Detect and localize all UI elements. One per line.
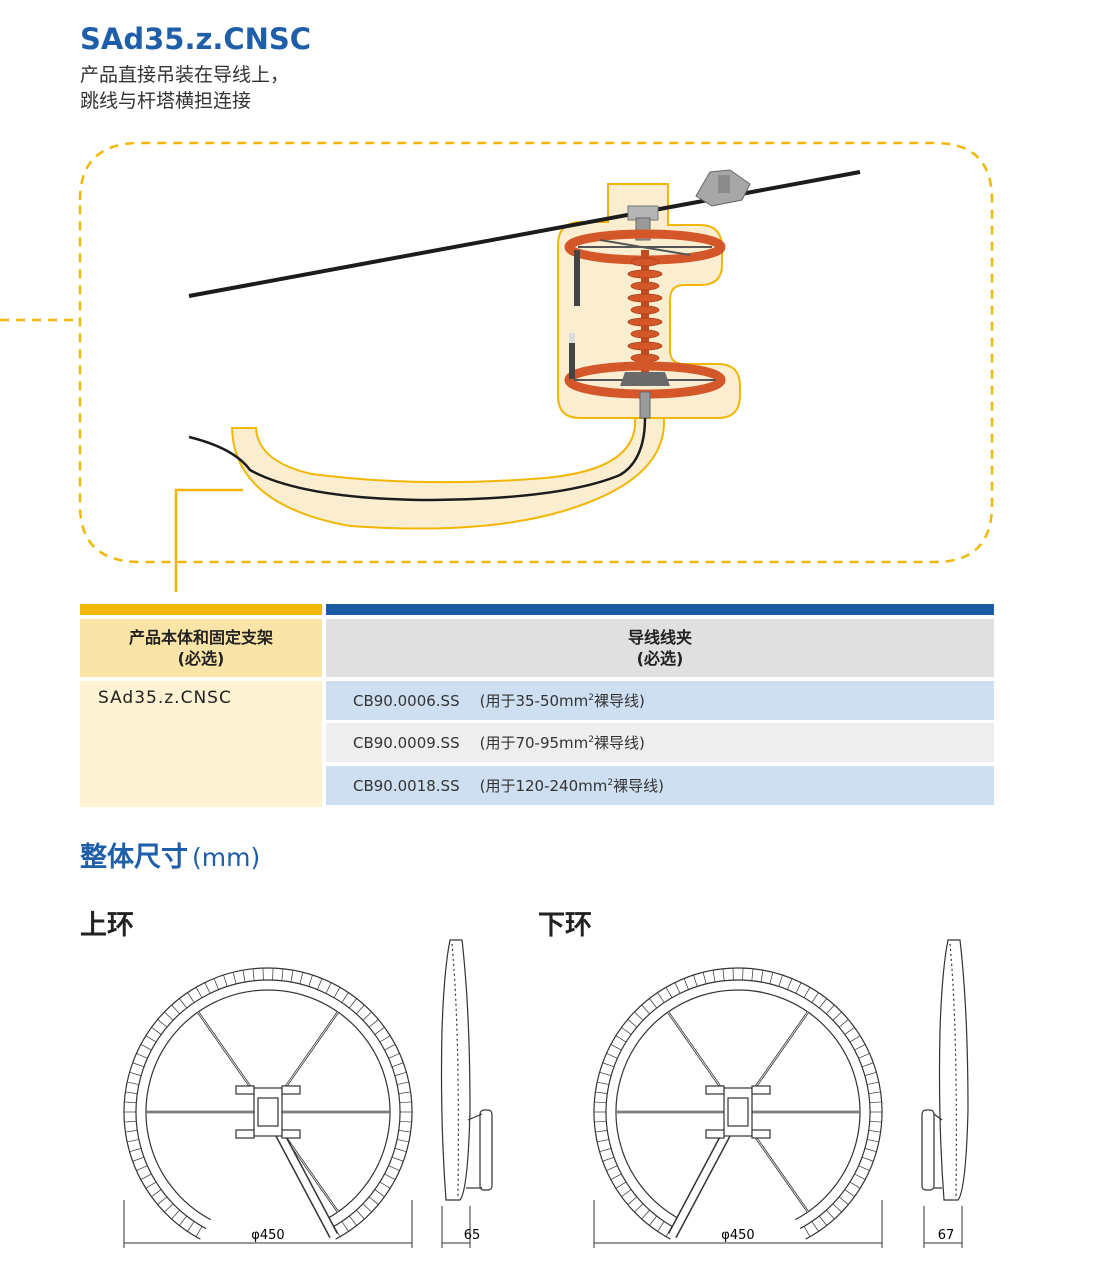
jumper-wire [188,417,647,502]
product-title: SAd35.z.CNSC [80,22,312,56]
table-left-accent-bar [80,604,322,615]
table-header-clamp-required: (必选) [636,649,684,668]
lower-diameter-label: φ450 [721,1228,754,1243]
clamp-code: CB90.0006.SS [353,691,460,710]
installation-illustration [0,141,994,592]
table-header-body-required: (必选) [177,649,225,668]
ring-arc [615,989,861,1221]
dashed-frame [78,141,994,564]
clamp-usage: (用于35-50mm2裸导线) [479,692,645,710]
upper-ring-side-view [440,939,493,1201]
table-right-accent-bar [326,604,994,615]
subtitle-line-1: 产品直接吊装在导线上， [80,64,290,86]
table-cell-body: SAd35.z.CNSC [80,681,322,807]
upper-diameter-label: φ450 [251,1228,284,1243]
lower-ring-title: 下环 [538,910,592,941]
lower-ring-drawing: φ450 67 [593,939,969,1248]
clamp-usage: (用于70-95mm2裸导线) [479,734,645,752]
leader-line [174,488,243,592]
table-header-clamp: 导线线夹 (必选) [326,619,994,677]
upper-ring-title: 上环 [80,910,134,941]
table-row: CB90.0018.SS (用于120-240mm2裸导线) [326,766,994,805]
table-header-clamp-label: 导线线夹 [627,628,692,647]
ring-arc [135,979,401,1230]
ring-arc [593,967,883,1240]
ring-arc [123,967,413,1240]
clamp-usage: (用于120-240mm2裸导线) [479,777,664,795]
lower-thickness-label: 67 [938,1228,955,1243]
upper-rod [574,250,580,306]
clamp-code: CB90.0009.SS [353,733,460,752]
table-header-body-label: 产品本体和固定支架 [128,628,273,647]
clamp-code: CB90.0018.SS [353,776,460,795]
conductor-line [188,170,861,298]
table-row: CB90.0006.SS (用于35-50mm2裸导线) [326,681,994,720]
dimensions-unit: (mm) [192,843,261,872]
table-header-body: 产品本体和固定支架 (必选) [80,619,322,677]
insulator-core [641,250,649,380]
upper-thickness-label: 65 [464,1228,481,1243]
upper-ring-drawing: φ450 65 [123,939,493,1248]
subtitle-line-2: 跳线与杆塔横担连接 [80,90,252,112]
body-model-code: SAd35.z.CNSC [98,688,232,708]
lower-rod [569,333,575,379]
dimensions-title: 整体尺寸(mm) [80,842,261,873]
suspension-clamp [695,169,751,207]
insulator-sheds [627,257,663,363]
lower-ring-side-view [921,939,969,1201]
table-row: CB90.0009.SS (用于70-95mm2裸导线) [326,723,994,762]
ring-arc [145,989,391,1221]
ring-arc [605,979,871,1230]
